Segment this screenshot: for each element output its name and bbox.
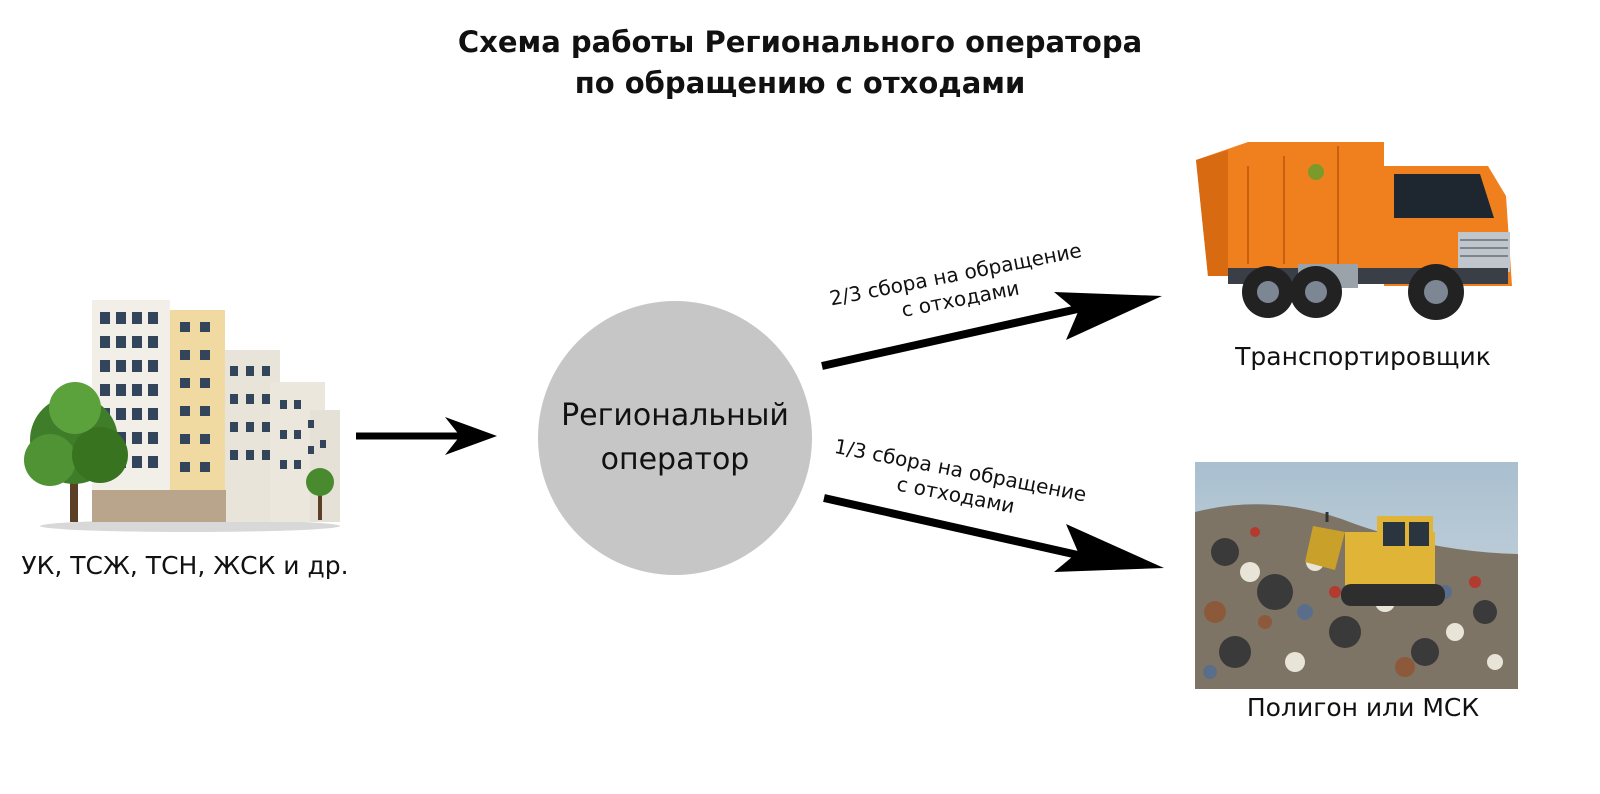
- diagram-title: Схема работы Регионального оператора по …: [0, 22, 1600, 104]
- arrow-source-to-operator: [356, 417, 497, 455]
- operator-line-1: Региональный: [561, 398, 789, 433]
- arrow-operator-to-transporter: [821, 292, 1162, 370]
- landfill-bulldozer-icon: [1195, 462, 1518, 689]
- title-line-1: Схема работы Регионального оператора: [457, 25, 1143, 59]
- source-label: УК, ТСЖ, ТСН, ЖСК и др.: [21, 551, 349, 580]
- landfill-label: Полигон или МСК: [1246, 693, 1480, 722]
- title-line-2: по обращению с отходами: [574, 66, 1026, 100]
- operator-line-2: оператор: [600, 442, 750, 477]
- regional-operator-circle: Региональный оператор: [538, 301, 812, 575]
- arrow-operator-to-landfill: [823, 494, 1164, 572]
- apartment-building-icon: [24, 300, 340, 532]
- garbage-truck-icon: [1196, 142, 1512, 320]
- transporter-label: Транспортировщик: [1235, 342, 1491, 371]
